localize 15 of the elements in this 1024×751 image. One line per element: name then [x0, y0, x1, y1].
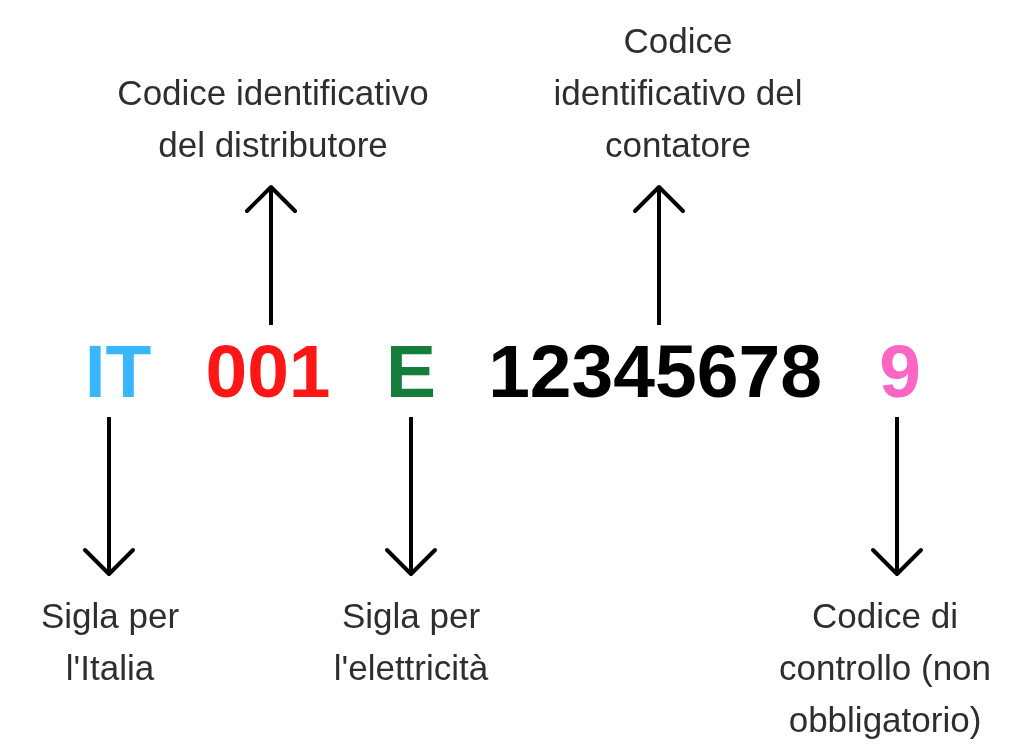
arrow	[385, 417, 437, 576]
arrow	[633, 185, 685, 325]
description-text: Codice identificativo del contatore	[533, 15, 823, 171]
arrow	[245, 185, 297, 325]
description-text: Codice identificativo del distributore	[108, 67, 438, 171]
arrow	[871, 417, 923, 576]
code-label: 001	[205, 341, 331, 401]
code-label: IT	[84, 341, 152, 401]
code-label: E	[386, 341, 436, 401]
description-text: Sigla per l'Italia	[20, 590, 200, 694]
description-text: Codice di controllo (non obbligatorio)	[760, 590, 1010, 746]
description-text: Sigla per l'elettricità	[311, 590, 511, 694]
arrow	[83, 417, 135, 576]
code-label: 9	[879, 341, 921, 401]
code-label: 12345678	[488, 341, 822, 401]
